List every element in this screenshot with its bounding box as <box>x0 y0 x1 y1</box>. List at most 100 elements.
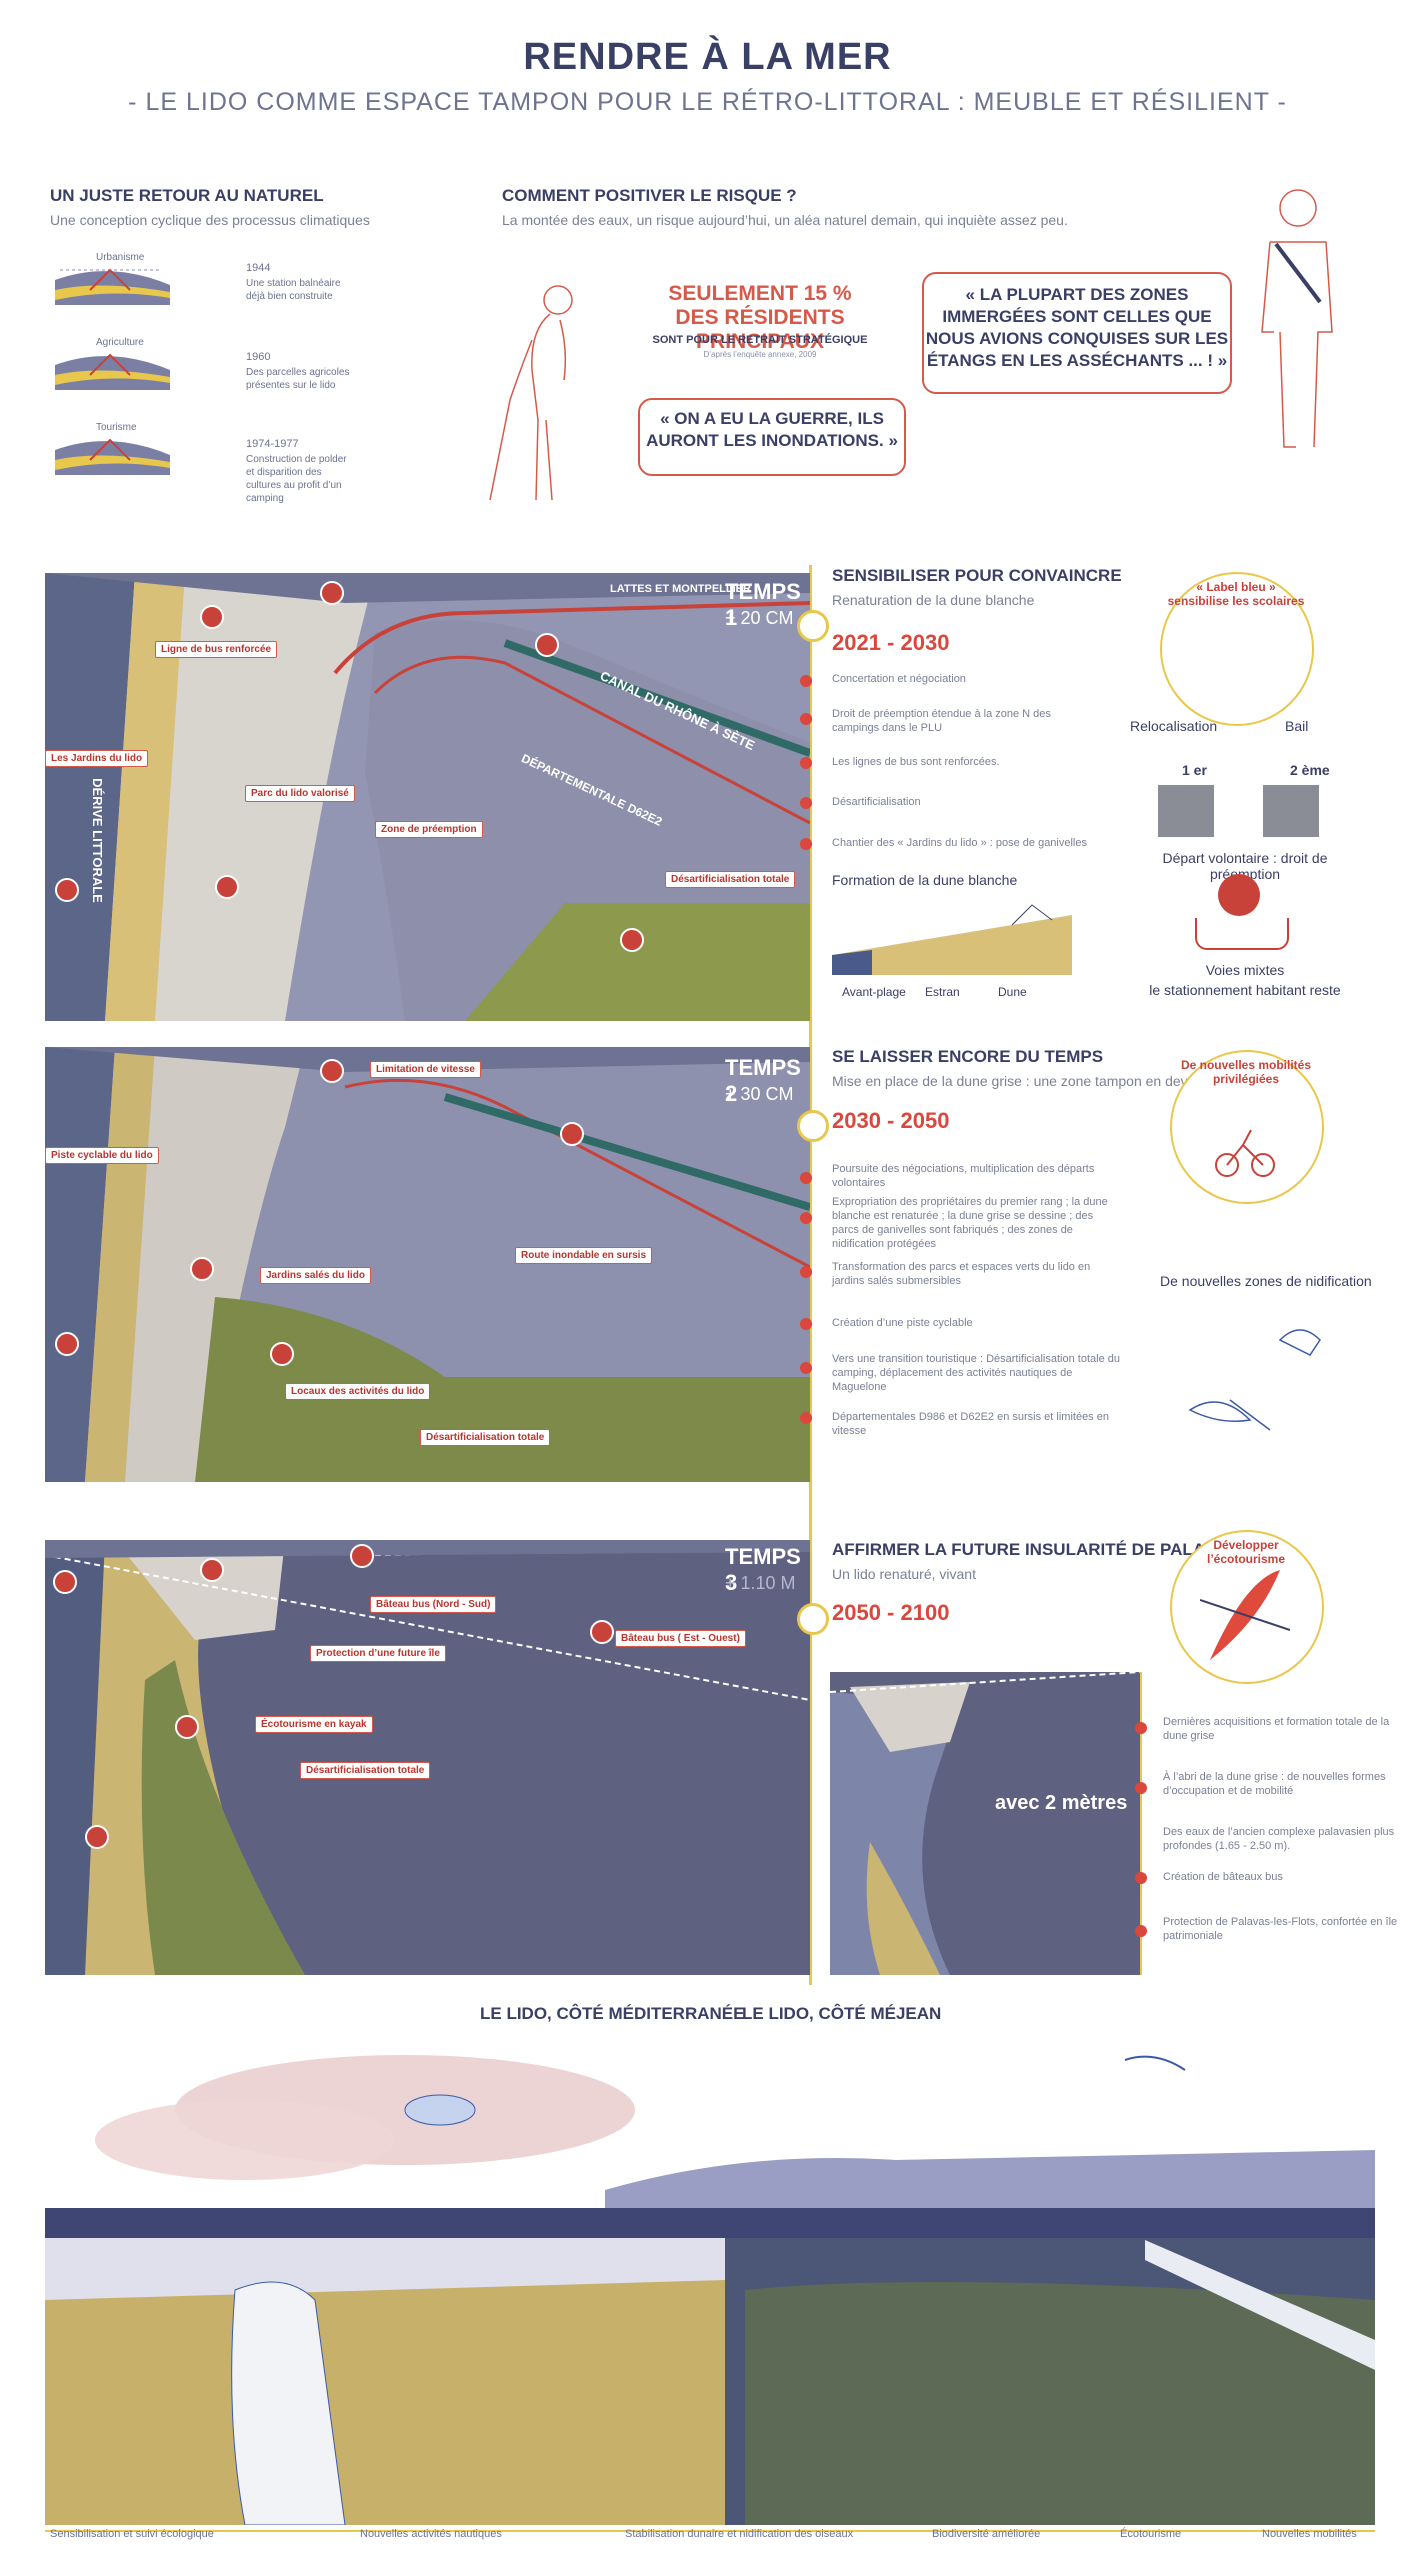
temps3-sub-timeline <box>1140 1672 1142 1975</box>
temps1-step-5: Chantier des « Jardins du lido » : pose … <box>832 837 1087 849</box>
dune-title: Formation de la dune blanche <box>832 872 1018 888</box>
map2-bus-pin <box>320 1059 344 1083</box>
temps2-map: Limitation de vitesse Piste cyclable du … <box>45 1047 810 1482</box>
page-title: RENDRE À LA MER <box>523 36 892 78</box>
dune-label-3: Dune <box>998 985 1027 999</box>
map3-boat-pin <box>350 1544 374 1568</box>
legend-item-3: Stabilisation dunaire et nidification de… <box>625 2528 854 2540</box>
cycle-year-1: 1944 <box>246 262 271 274</box>
temps3-inset-map: avec 2 mètres <box>830 1672 1140 1975</box>
legend-item-4: Biodiversité améliorée <box>932 2528 1041 2540</box>
temps3-step-3: Des eaux de l’ancien complexe palavasien… <box>1163 1826 1395 1852</box>
temps3-level: + 1.10 M <box>725 1573 796 1593</box>
nidification-title: De nouvelles zones de nidification <box>1160 1273 1372 1289</box>
temps2-step-dot <box>800 1266 812 1278</box>
legend-item-1: Sensibilisation et suivi écologique <box>50 2528 214 2540</box>
temps1-label: TEMPS 1 <box>725 579 801 630</box>
map3-tag-kayak: Écotourisme en kayak <box>255 1716 373 1733</box>
temps2-step-dot <box>800 1362 812 1374</box>
temps3-step-dot <box>1135 1722 1147 1734</box>
temps1-step-dot <box>800 838 812 850</box>
quote-right-bubble: « LA PLUPART DES ZONES IMMERGÉES SONT CE… <box>922 272 1232 394</box>
kayak-illustration <box>1199 1560 1291 1670</box>
legend-item-2: Nouvelles activités nautiques <box>360 2528 502 2540</box>
temps1-step-dot <box>800 797 812 809</box>
temps1-heading: SENSIBILISER POUR CONVAINCRE <box>832 566 1122 585</box>
mixed-lanes-icon <box>1218 874 1260 916</box>
map1-parking-pin <box>215 875 239 899</box>
map3-bus-pin <box>53 1570 77 1594</box>
ecotourisme-circle <box>1170 1530 1324 1684</box>
temps2-step-6: Départementales D986 et D62E2 en sursis … <box>832 1411 1109 1437</box>
stat-source: D’après l’enquête annexe, 2009 <box>703 350 817 359</box>
temps2-step-dot <box>800 1172 812 1184</box>
cycle-text-1: Une station balnéaire déjà bien construi… <box>246 278 341 302</box>
temps1-step-dot <box>800 713 812 725</box>
map1-tag-desart: Désartificialisation totale <box>665 871 796 888</box>
temps3-step-4: Création de bâteaux bus <box>1163 1871 1283 1883</box>
temps3-step-1: Dernières acquisitions et formation tota… <box>1163 1716 1390 1742</box>
map1-label-derive: DÉRIVE LITTORALE <box>89 778 105 903</box>
stat-line-3: SONT POUR LE RETRAIT STRATÉGIQUE <box>652 334 868 346</box>
map3-tag-desart: Désartificialisation totale <box>300 1762 431 1779</box>
temps2-step-2: Expropriation des propriétaires du premi… <box>832 1196 1108 1250</box>
temps2-heading: SE LAISSER ENCORE DU TEMPS <box>832 1047 1104 1066</box>
cycle-1944-illustration <box>55 268 170 305</box>
dune-profile-diagram <box>832 895 1072 985</box>
temps1-step-3: Les lignes de bus sont renforcées. <box>832 756 1000 768</box>
second-label: 2 ème <box>1290 762 1330 778</box>
temps1-step-dot <box>800 757 812 769</box>
temps1-dates: 2021 - 2030 <box>832 630 950 655</box>
temps2-step-3: Transformation des parcs et espaces vert… <box>832 1261 1091 1287</box>
legend-item-6: Nouvelles mobilités <box>1262 2528 1357 2540</box>
dune-label-1: Avant-plage <box>842 985 906 999</box>
bail-label: Bail <box>1285 718 1309 734</box>
temps3-timeline-marker <box>797 1603 829 1635</box>
temps2-step-4: Création d’une piste cyclable <box>832 1317 973 1329</box>
map1-nosign-pin <box>55 878 79 902</box>
cycle-year-3: 1974-1977 <box>246 438 299 450</box>
label-bleu-title: « Label bleu » sensibilise les scolaires <box>1167 580 1305 608</box>
cycle-diagram <box>50 250 250 490</box>
temps2-step-5: Vers une transition touristique : Désart… <box>832 1353 1120 1393</box>
map3-kayak-pin <box>175 1715 199 1739</box>
map1-label-lattes: LATTES ET MONTPELLIER <box>610 583 751 595</box>
stat-line-1: SEULEMENT 15 % <box>668 282 852 305</box>
map3-tag-bateau-ns: Bâteau bus (Nord - Sud) <box>370 1596 497 1613</box>
map2-bike-pin <box>190 1257 214 1281</box>
first-label: 1 er <box>1182 762 1207 778</box>
cycle-text-2: Des parcelles agricoles présentes sur le… <box>246 367 350 391</box>
temps2-level: + 30 CM <box>725 1084 794 1104</box>
map2-tag-locaux: Locaux des activités du lido <box>285 1383 431 1400</box>
road-diagram <box>1195 918 1289 950</box>
temps3-heading: AFFIRMER LA FUTURE INSULARITÉ DE PALAVAS <box>832 1540 1238 1559</box>
map3-bus-pin <box>200 1558 224 1582</box>
temps2-step-dot <box>800 1412 812 1424</box>
map3-tag-bateau-eo: Bâteau bus ( Est - Ouest) <box>615 1630 746 1647</box>
map1-boat-pin <box>535 633 559 657</box>
temps3-map: Bâteau bus (Nord - Sud) Bâteau bus ( Est… <box>45 1540 810 1975</box>
panorama-illustration <box>45 2040 1375 2525</box>
map1-bus-pin <box>320 581 344 605</box>
temps3-dates: 2050 - 2100 <box>832 1600 950 1625</box>
temps3-label: TEMPS 3 <box>725 1544 801 1595</box>
map1-tag-jardins: Les Jardins du lido <box>45 750 149 767</box>
map2-tag-piste: Piste cyclable du lido <box>45 1147 159 1164</box>
map2-tag-vitesse: Limitation de vitesse <box>370 1061 481 1078</box>
ecotourisme-title: Développer l’écotourisme <box>1206 1538 1286 1566</box>
birds-illustration <box>1170 1300 1350 1470</box>
temps2-step-dot <box>800 1318 812 1330</box>
legend-item-5: Écotourisme <box>1120 2528 1182 2540</box>
cycle-text-3: Construction de polder et disparition de… <box>246 454 347 504</box>
quote-left-bubble: « ON A EU LA GUERRE, ILS AURONT LES INON… <box>638 398 906 476</box>
map3-nosign-pin <box>85 1825 109 1849</box>
temps3-step-dot <box>1135 1872 1147 1884</box>
temps1-map: LATTES ET MONTPELLIER CANAL DU RHÔNE À S… <box>45 573 810 1021</box>
stat-line-2: DES RÉSIDENTS PRINCIPAUX <box>675 306 845 353</box>
mayor-illustration <box>1240 182 1350 452</box>
voies-label: Voies mixtes <box>1205 962 1285 978</box>
intro-left-sub: Une conception cyclique des processus cl… <box>50 212 370 228</box>
cycle-1974-illustration <box>55 438 170 475</box>
reloc-label: Relocalisation <box>1130 718 1218 734</box>
map3-tag-protection: Protection d’une future île <box>310 1645 446 1662</box>
